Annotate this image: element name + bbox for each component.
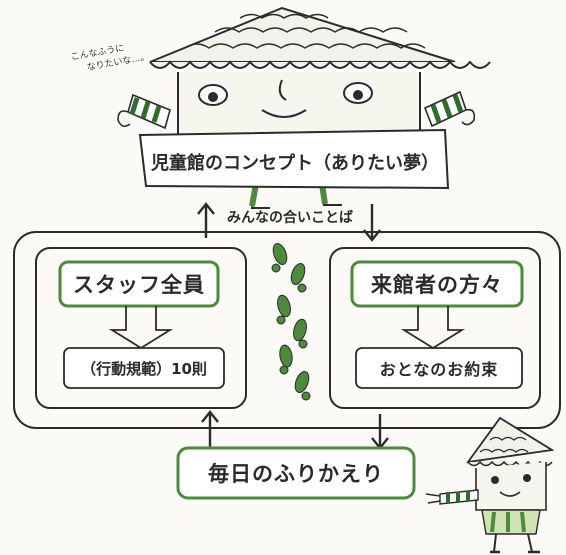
visitors-panel (329, 247, 541, 409)
footprints-icon (271, 242, 311, 401)
staff-rules: （行動規範）10則 (81, 359, 207, 378)
visitors-title: 来館者の方々 (371, 273, 503, 297)
outer-frame (13, 231, 561, 429)
staff-title: スタッフ全員 (73, 273, 205, 297)
concept-banner: 児童館のコンセプト（ありたい夢） (151, 153, 439, 174)
concept-banner-shape (138, 128, 450, 190)
top-mascot (117, 6, 491, 209)
shared-words-label: みんなの合いことば (227, 210, 353, 226)
staff-title-box (58, 260, 220, 308)
bottom-mascot (425, 416, 555, 554)
staff-rules-box (63, 347, 225, 389)
daily-review-box (176, 446, 416, 500)
staff-panel (35, 247, 247, 409)
visitors-down-arrow (400, 306, 466, 350)
daily-review: 毎日のふりかえり (208, 462, 384, 486)
visitors-promise: おとなのお約束 (379, 360, 499, 379)
staff-down-arrow (108, 306, 174, 350)
visitors-promise-box (355, 347, 523, 389)
visitors-title-box (350, 260, 524, 308)
